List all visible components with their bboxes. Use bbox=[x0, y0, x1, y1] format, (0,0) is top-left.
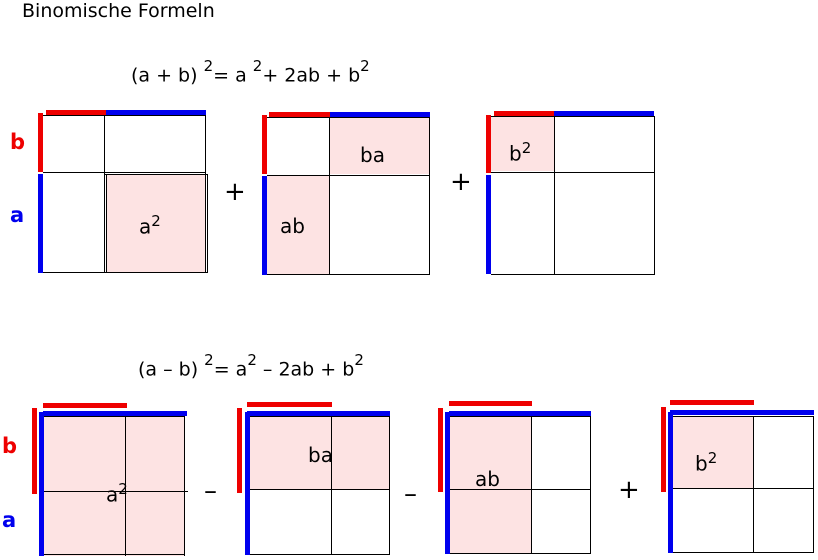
formula-difference: (a – b) 2= a2 – 2ab + b2 bbox=[138, 351, 364, 381]
highlight-a2 bbox=[106, 174, 206, 273]
label-ba-diff: ba bbox=[308, 443, 333, 467]
highlight-a2-full bbox=[44, 416, 185, 556]
highlight-ab bbox=[267, 176, 329, 274]
operator-plus-3: + bbox=[618, 475, 640, 505]
side-label-a-top: a bbox=[10, 203, 25, 227]
highlight-ba-diff bbox=[250, 416, 389, 489]
side-label-a-bottom: a bbox=[2, 508, 17, 532]
side-label-b-top: b bbox=[10, 130, 26, 154]
label-ab-diff: ab bbox=[475, 467, 500, 491]
operator-minus-2: – bbox=[404, 479, 417, 509]
side-label-b-bottom: b bbox=[2, 434, 18, 458]
label-ab-sum: ab bbox=[280, 214, 305, 238]
highlight-ab-diff bbox=[450, 416, 531, 553]
highlight-ba bbox=[330, 117, 429, 174]
label-a2-diff: a2 bbox=[106, 480, 128, 507]
label-ba-sum: ba bbox=[360, 143, 385, 167]
operator-minus-1: – bbox=[204, 476, 217, 506]
label-b2-sum: b2 bbox=[509, 139, 532, 166]
label-b2-diff: b2 bbox=[695, 449, 718, 476]
operator-plus-2: + bbox=[450, 167, 472, 197]
highlight-b2 bbox=[491, 116, 554, 171]
highlight-b2-diff bbox=[673, 416, 753, 488]
label-a2: a2 bbox=[139, 212, 161, 239]
page-title: Binomische Formeln bbox=[22, 0, 215, 22]
formula-sum: (a + b) 2= a 2+ 2ab + b2 bbox=[131, 57, 370, 87]
operator-plus-1: + bbox=[224, 177, 246, 207]
